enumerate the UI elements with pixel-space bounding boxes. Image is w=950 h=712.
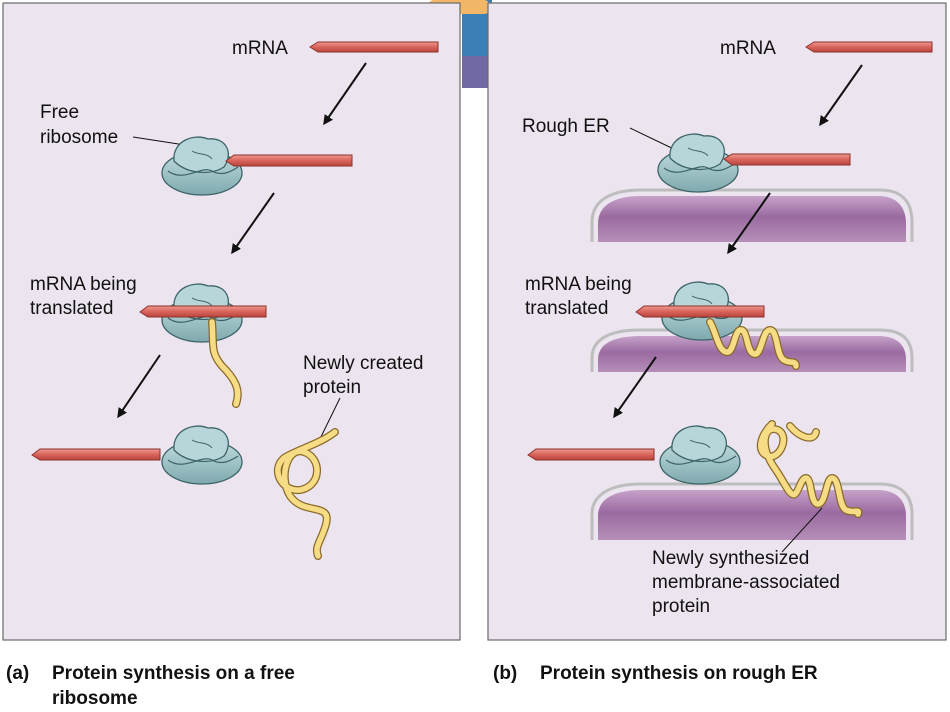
mrna-strand [527, 448, 655, 461]
step-arrow [117, 354, 161, 419]
mrna-strand [635, 305, 765, 318]
rough-er-membrane [590, 482, 914, 540]
mrna-strand [805, 41, 933, 53]
step-arrow [819, 64, 863, 127]
leader-line [132, 136, 186, 146]
caption-a-line1: Protein synthesis on a free [52, 663, 295, 684]
step-arrow [231, 192, 275, 255]
translating-label-line1: mRNA being [30, 274, 137, 295]
new-protein-label-line1: Newly synthesized [652, 548, 809, 569]
step-arrow [727, 192, 771, 255]
caption-a: (a) Protein synthesis on a free ribosome [6, 663, 295, 709]
translating-label-line2: translated [525, 298, 608, 319]
free-ribosome-label-line1: Free [40, 102, 79, 123]
step-arrow [613, 356, 657, 419]
translating-label-line1: mRNA being [525, 274, 632, 295]
new-protein-label-line2: protein [303, 377, 361, 398]
mrna-strand [225, 154, 353, 167]
leader-line [781, 507, 823, 553]
rough-er-label: Rough ER [522, 116, 610, 137]
rough-er-membrane [590, 188, 914, 242]
new-protein-label-line3: protein [652, 596, 710, 617]
caption-b-line1: Protein synthesis on rough ER [540, 663, 818, 684]
mrna-label: mRNA [232, 38, 288, 59]
panel-a: mRNA Free ribosome mRNA being translated… [2, 2, 461, 641]
mrna-strand [723, 153, 851, 166]
mrna-strand [309, 41, 439, 53]
new-protein-label-line1: Newly created [303, 353, 423, 374]
translating-label-line2: translated [30, 298, 113, 319]
caption-a-line2: ribosome [52, 688, 138, 709]
mrna-strand [139, 305, 267, 318]
new-protein-label-line2: membrane-associated [652, 572, 840, 593]
caption-a-letter: (a) [6, 663, 29, 684]
mrna-strand [31, 448, 161, 461]
step-arrow [323, 62, 367, 126]
caption-b-letter: (b) [493, 663, 517, 684]
panel-b: mRNA Rough ER mRNA being translated Newl… [487, 2, 947, 641]
free-ribosome-label-line2: ribosome [40, 127, 118, 148]
mrna-label: mRNA [720, 38, 776, 59]
caption-b: (b) Protein synthesis on rough ER [493, 663, 818, 684]
